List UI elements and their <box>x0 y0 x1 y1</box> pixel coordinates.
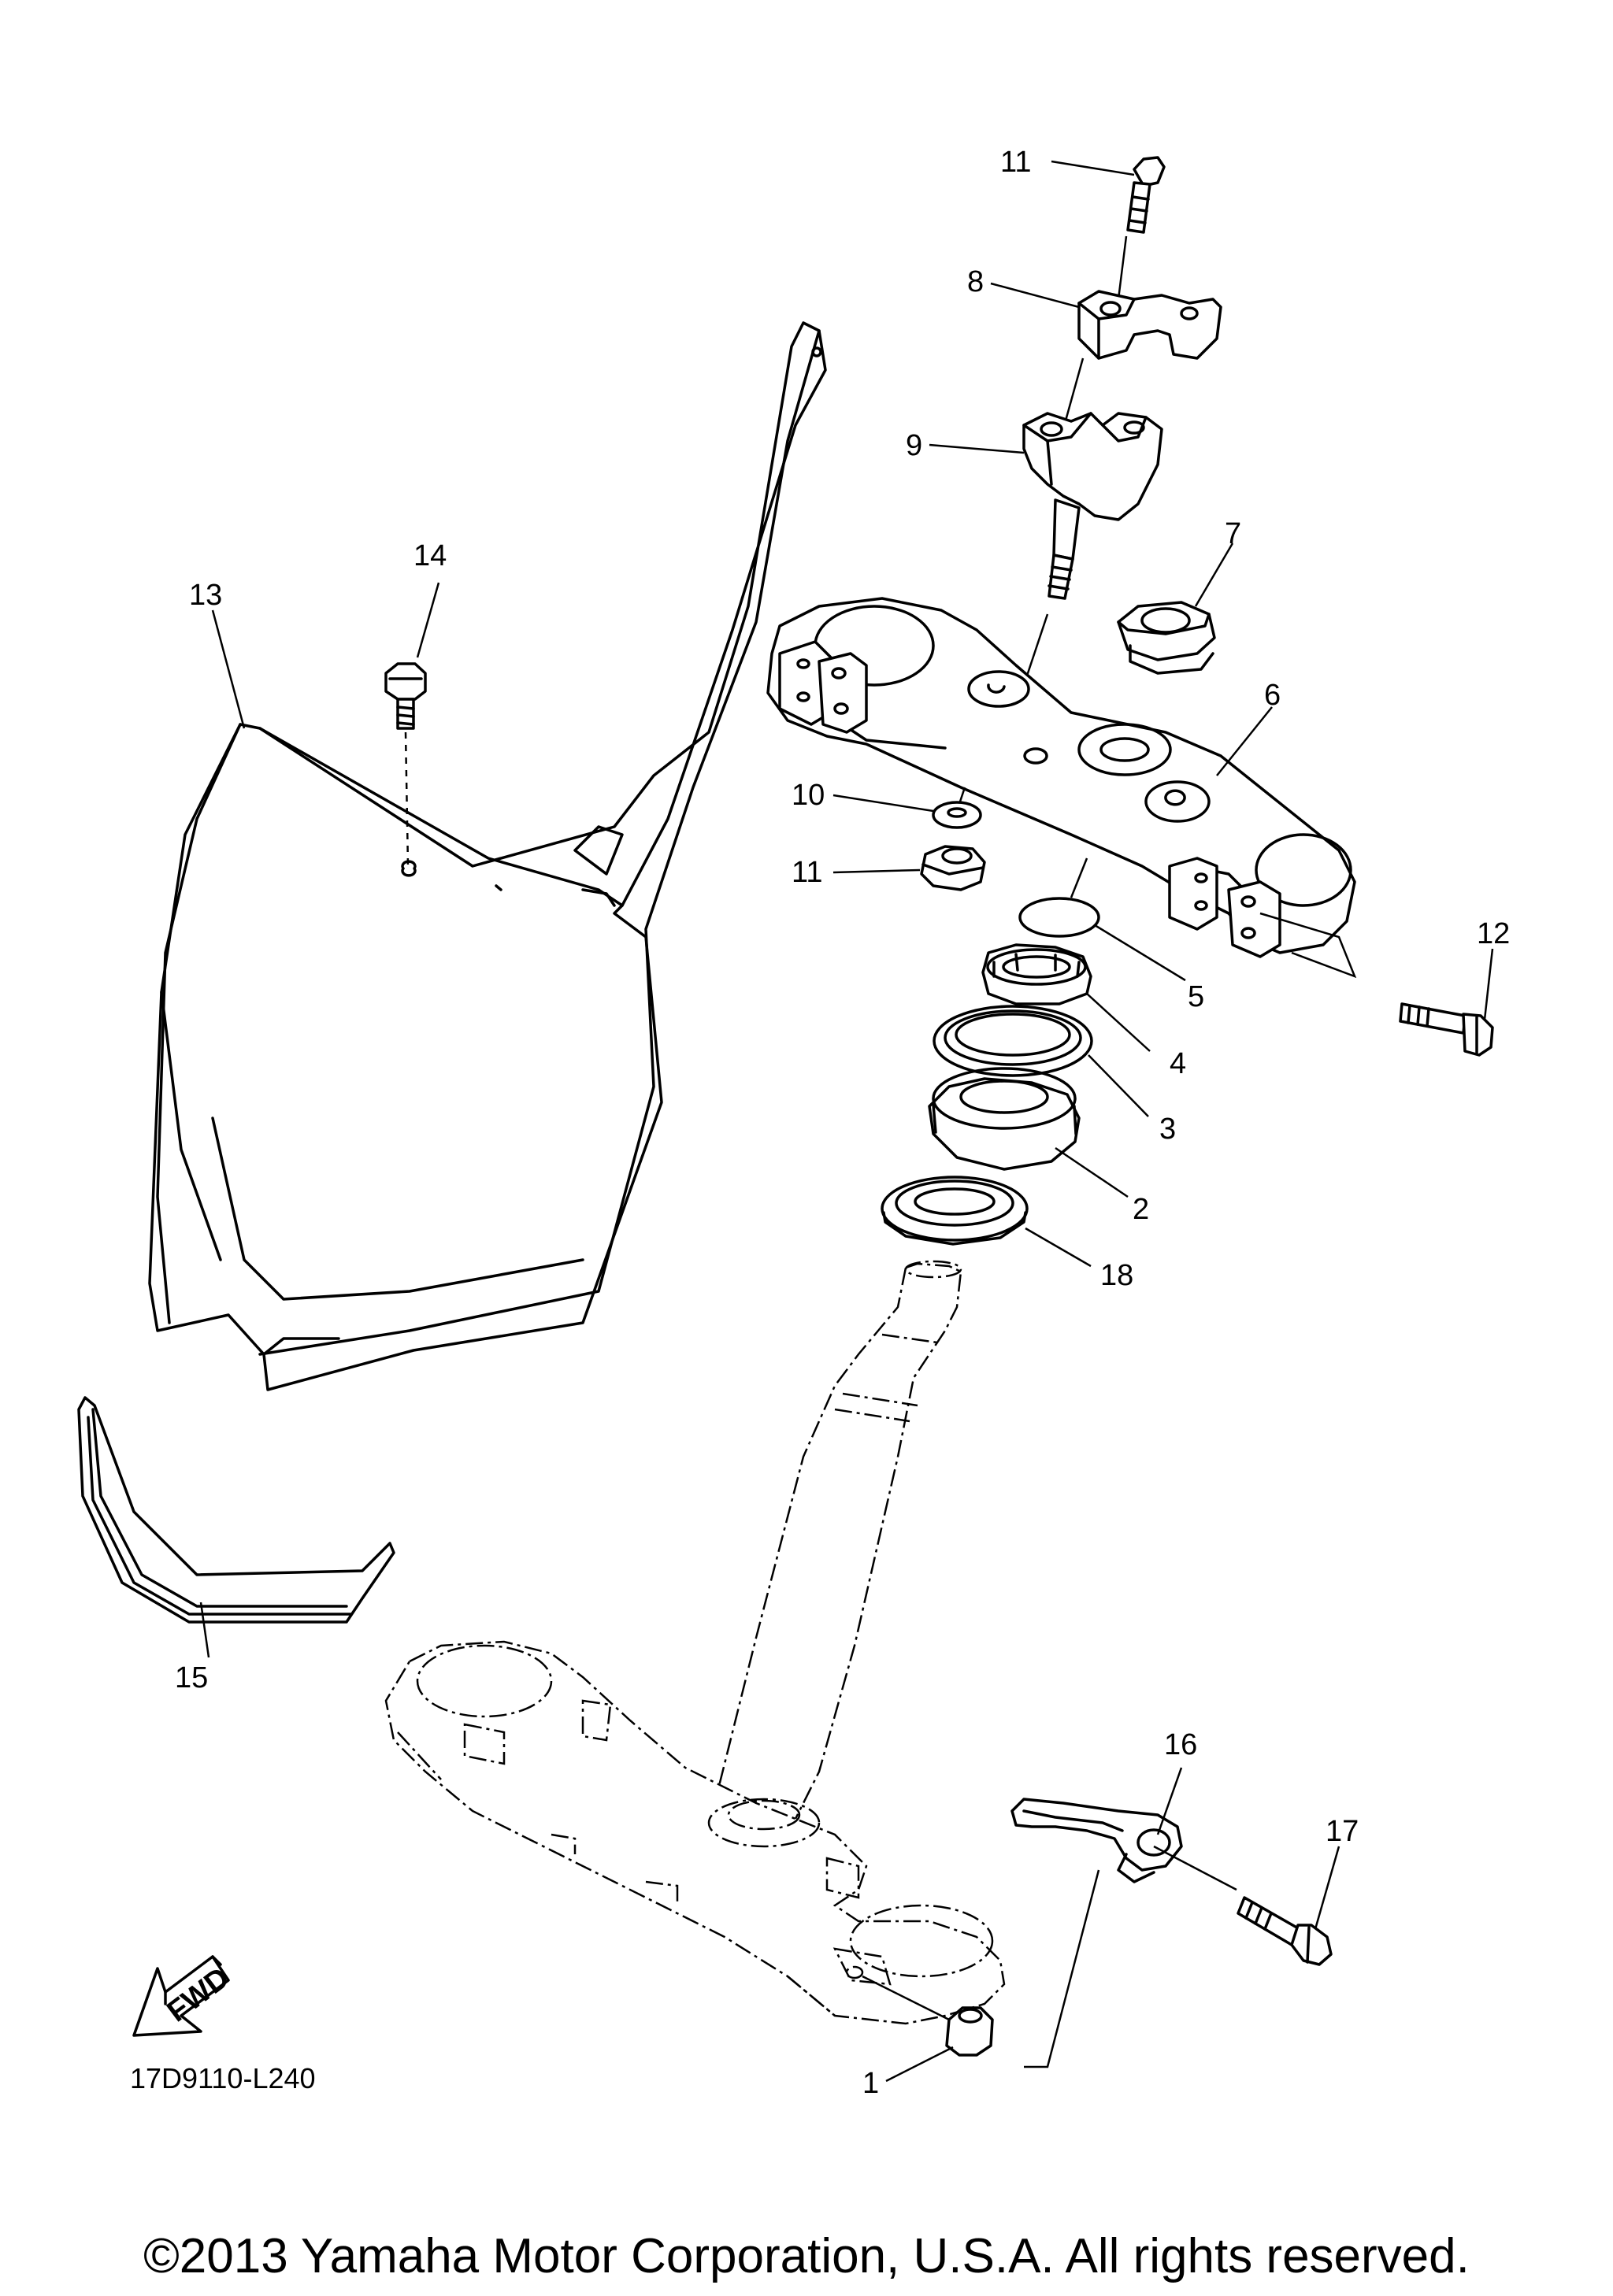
callout-9: 9 <box>906 429 922 462</box>
upper-triple-clamp-6 <box>766 597 1357 979</box>
callout-6: 6 <box>1264 679 1281 712</box>
steering-stem <box>711 1260 962 1828</box>
ring-nut-4 <box>981 943 1092 1005</box>
callout-18: 18 <box>1100 1259 1133 1292</box>
callout-2: 2 <box>1133 1193 1149 1226</box>
collar-1 <box>862 1975 994 2057</box>
callout-8: 8 <box>967 265 984 298</box>
copyright-notice: ©2013 Yamaha Motor Corporation, U.S.A. A… <box>143 2229 1470 2283</box>
washer-5 <box>1018 897 1100 938</box>
fwd-arrow: FWD <box>132 1955 235 2037</box>
callout-7: 7 <box>1225 517 1241 550</box>
bearing-18 <box>881 1176 1029 1246</box>
callouts: 11 8 9 7 6 10 11 12 5 4 3 2 18 13 14 15 … <box>130 146 1510 2100</box>
callout-16: 16 <box>1164 1728 1197 1761</box>
bolt-14 <box>384 662 427 877</box>
bolt-12-top <box>1117 156 1166 300</box>
callout-10: 10 <box>792 779 825 812</box>
callout-13: 13 <box>189 579 222 612</box>
cable-guide-16 <box>1010 1798 1237 2068</box>
washer-10 <box>932 801 982 829</box>
guard-strip-15 <box>77 1396 395 1624</box>
lower-triple-clamp <box>384 1640 1006 2025</box>
callout-1: 1 <box>862 2067 879 2100</box>
leader-lines <box>199 160 1494 2083</box>
callout-15: 15 <box>175 1661 208 1694</box>
nut-7 <box>1117 601 1216 675</box>
handlebar-holder-9 <box>1022 357 1163 686</box>
handlebar-clamp-8 <box>1077 290 1222 360</box>
callout-3: 3 <box>1159 1113 1176 1146</box>
seal-3 <box>933 1005 1093 1077</box>
bolt-12-side <box>1399 1002 1494 1057</box>
callout-5: 5 <box>1188 980 1204 1013</box>
diagram-code: 17D9110-L240 <box>130 2062 316 2094</box>
callout-11: 11 <box>792 856 822 889</box>
nut-11 <box>920 845 986 891</box>
bolt-17 <box>1237 1896 1333 1966</box>
callout-12-side: 12 <box>1477 917 1510 950</box>
callout-12-top: 11 <box>1000 146 1031 179</box>
callout-4: 4 <box>1170 1047 1186 1080</box>
callout-17: 17 <box>1326 1815 1359 1848</box>
number-plate <box>148 321 827 1391</box>
bearing-2 <box>928 1067 1081 1171</box>
callout-14: 14 <box>413 539 447 572</box>
